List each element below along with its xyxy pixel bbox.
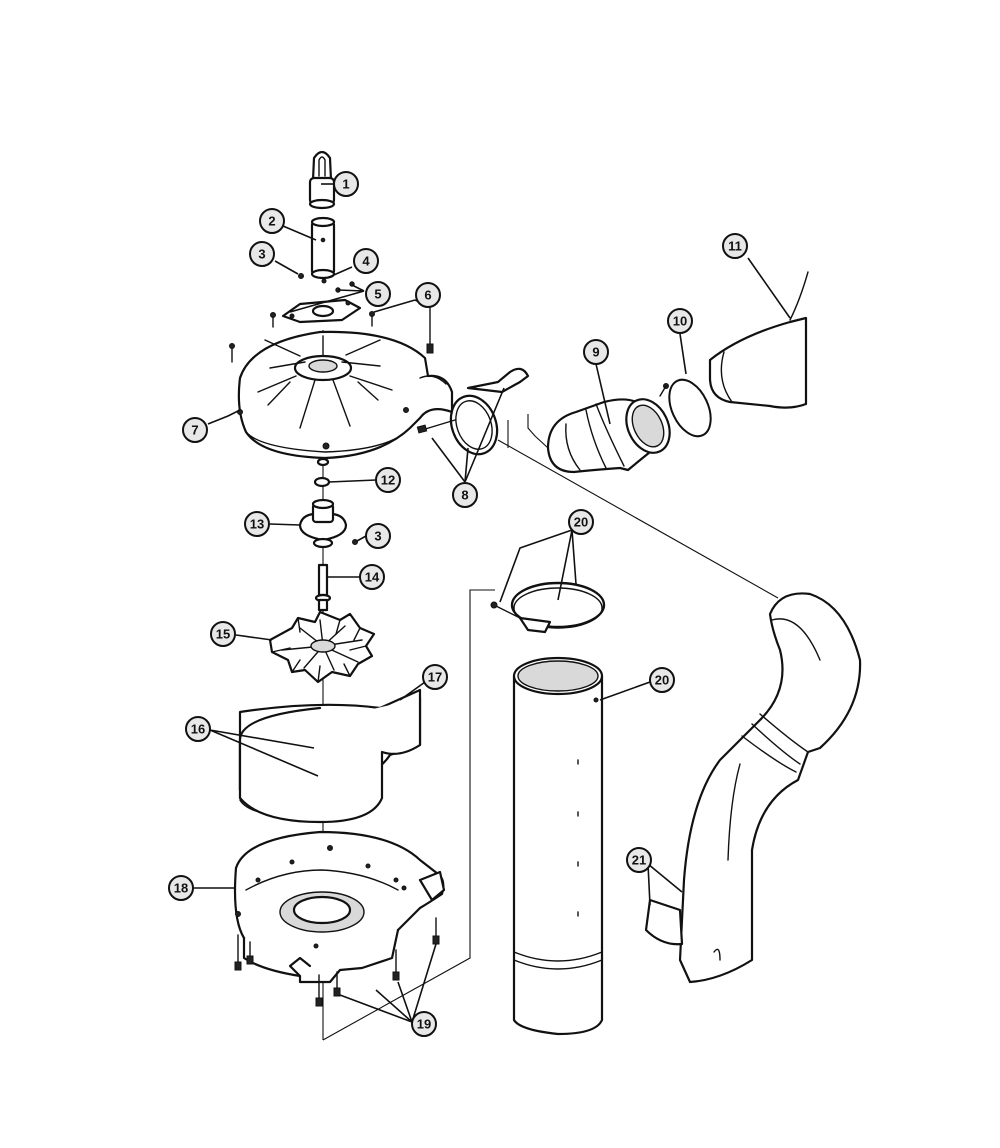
part-20-clamp-ring: [490, 581, 606, 634]
callout-15: 15: [210, 621, 236, 647]
part-10-ring-clamp: [659, 378, 712, 438]
callout-8-label: 8: [461, 488, 468, 503]
part-12-washer: [313, 476, 331, 488]
callout-6-label: 6: [424, 288, 431, 303]
part-11-flex-hose: [708, 271, 809, 409]
part-8-hose-clamp: [416, 367, 530, 456]
part-19-housing-screws: [234, 917, 440, 1007]
callout-19-label: 19: [417, 1017, 431, 1032]
callout-18: 18: [168, 875, 194, 901]
part-14-shaft: [314, 563, 332, 612]
callout-14: 14: [359, 564, 385, 590]
callout-16-label: 16: [191, 722, 205, 737]
callout-17-label: 17: [428, 670, 442, 685]
callout-20-lower-label: 20: [655, 673, 669, 688]
callout-10-label: 10: [673, 314, 687, 329]
callout-5: 5: [365, 281, 391, 307]
part-9-elbow: [527, 398, 671, 474]
callout-12: 12: [375, 467, 401, 493]
part-18-lower-housing: [233, 830, 446, 984]
callout-15-label: 15: [216, 627, 230, 642]
callout-3-lower-label: 3: [374, 529, 381, 544]
callout-10: 10: [667, 308, 693, 334]
callout-6: 6: [415, 282, 441, 308]
part-5-bearing-plate: [281, 281, 362, 324]
callout-1-label: 1: [342, 177, 349, 192]
callout-5-label: 5: [374, 287, 381, 302]
part-6-screws: [270, 306, 434, 354]
callout-19: 19: [411, 1011, 437, 1037]
part-2-shaft-sleeve: [310, 216, 336, 280]
part-1-coupling: [308, 150, 336, 210]
part-4-set-screw: [321, 278, 327, 284]
callout-20-upper-label: 20: [574, 515, 588, 530]
guide-line-8-to-duct: [497, 439, 779, 599]
callout-13-label: 13: [250, 517, 264, 532]
callout-7: 7: [182, 417, 208, 443]
callout-11-label: 11: [728, 239, 742, 254]
leader-lines: [194, 183, 791, 1023]
part-7-upper-housing: [229, 330, 454, 467]
part-20-discharge-pipe: [512, 656, 604, 1036]
callout-21-label: 21: [632, 853, 646, 868]
callout-11: 11: [722, 233, 748, 259]
callout-3-lower: 3: [365, 523, 391, 549]
callout-2-label: 2: [268, 214, 275, 229]
part-15-impeller: [268, 610, 376, 684]
callout-9-label: 9: [592, 345, 599, 360]
callout-14-label: 14: [365, 570, 380, 585]
callout-13: 13: [244, 511, 270, 537]
callout-12-label: 12: [381, 473, 395, 488]
callout-2: 2: [259, 208, 285, 234]
callout-7-label: 7: [191, 423, 198, 438]
part-13-motor-hub: [298, 498, 358, 549]
callout-3-upper-label: 3: [258, 247, 265, 262]
callout-1: 1: [333, 171, 359, 197]
callout-9: 9: [583, 339, 609, 365]
callout-17: 17: [422, 664, 448, 690]
part-21-duct-assembly: [644, 592, 862, 984]
guide-line-19: [322, 589, 495, 1041]
callout-3-upper: 3: [249, 241, 275, 267]
callout-4: 4: [353, 248, 379, 274]
callout-21: 21: [626, 847, 652, 873]
callout-16: 16: [185, 716, 211, 742]
callout-20-lower: 20: [649, 667, 675, 693]
callout-4-label: 4: [362, 254, 370, 269]
part-3-set-screw: [298, 273, 304, 279]
callout-18-label: 18: [174, 881, 188, 896]
part-17-scroll-liner: [238, 688, 422, 824]
callout-20-upper: 20: [568, 509, 594, 535]
callout-8: 8: [452, 482, 478, 508]
